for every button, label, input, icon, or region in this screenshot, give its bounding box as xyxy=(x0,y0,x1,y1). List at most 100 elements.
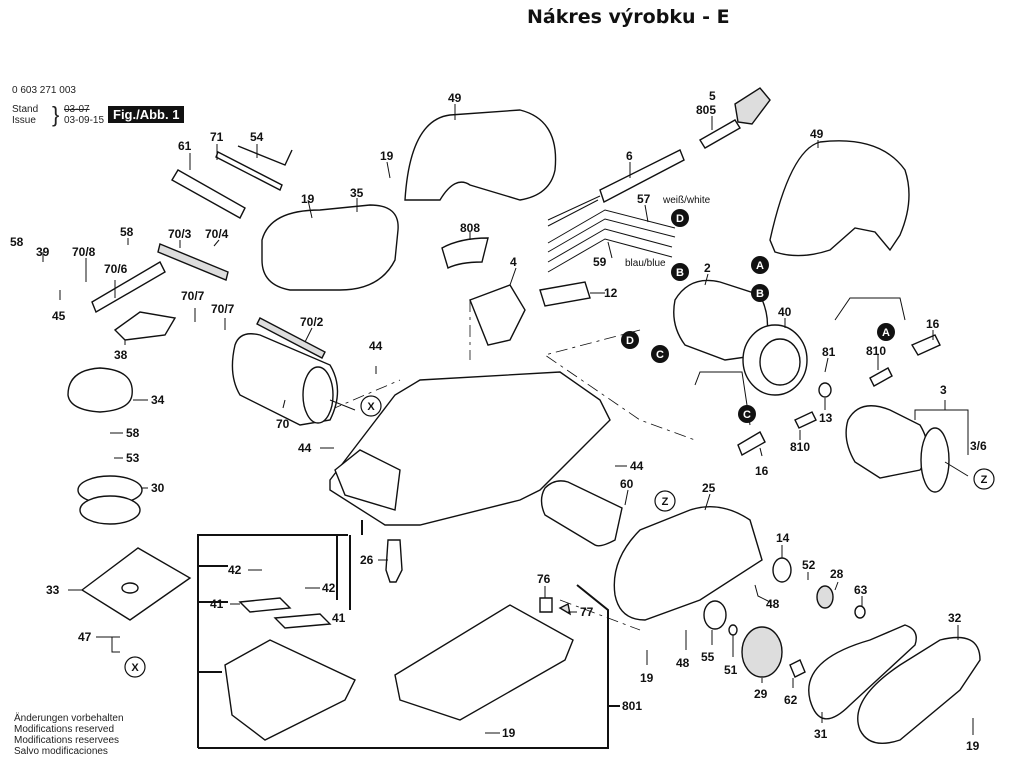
connection-badge-a1: A xyxy=(751,256,769,274)
ref-letter: Z xyxy=(662,496,669,508)
badge-letter: A xyxy=(756,260,764,272)
connection-badge-d2: D xyxy=(621,331,639,349)
part-label-76: 76 xyxy=(537,572,551,586)
part-34-cap xyxy=(67,367,133,413)
part-30-knob-base xyxy=(79,495,141,525)
part-29-pulley xyxy=(741,626,783,678)
part-label-19e: 19 xyxy=(966,739,980,753)
stand-date: 03-07 xyxy=(64,104,90,115)
part-label-19d: 19 xyxy=(502,726,516,740)
part-label-28: 28 xyxy=(830,567,844,581)
badge-circle-icon xyxy=(651,345,669,363)
part-label-38: 38 xyxy=(114,348,128,362)
part-70-2-shape xyxy=(256,317,326,359)
badge-letter: D xyxy=(626,335,634,347)
part-label-57: 57 xyxy=(637,192,651,206)
badge-circle-icon xyxy=(671,263,689,281)
part-51-washer xyxy=(728,624,738,636)
badge-letter: C xyxy=(743,409,751,421)
badge-circle-icon xyxy=(738,405,756,423)
part-label-41b: 41 xyxy=(332,611,346,625)
main-housing xyxy=(329,371,611,526)
wire-label-blue: blau/blue xyxy=(625,258,666,269)
part-49-handle-front xyxy=(404,109,557,201)
badge-letter: C xyxy=(656,349,664,361)
reference-marker-x2: X xyxy=(124,656,146,678)
part-16-brush-a xyxy=(910,334,941,356)
part-label-49b: 49 xyxy=(810,127,824,141)
brace-icon: } xyxy=(52,102,60,127)
part-label-44c: 44 xyxy=(630,459,644,473)
part-label-70-8: 70/8 xyxy=(72,245,96,259)
part-5-plug-head xyxy=(734,87,771,125)
disclaimer-en: Modifications reserved xyxy=(14,724,115,735)
part-label-6: 6 xyxy=(626,149,633,163)
part-label-59: 59 xyxy=(593,255,607,269)
part-label-19c: 19 xyxy=(640,671,654,685)
figure-tag: Fig./Abb. 1 xyxy=(108,106,185,123)
part-77-shape xyxy=(558,602,571,616)
main-housing-shoe xyxy=(334,449,401,511)
part-label-62: 62 xyxy=(784,693,798,707)
badge-circle-icon xyxy=(621,331,639,349)
part-26-pin xyxy=(385,539,403,583)
part-label-44a: 44 xyxy=(369,339,383,353)
part-label-77: 77 xyxy=(580,605,594,619)
part-label-70-4: 70/4 xyxy=(205,227,229,241)
part-label-63: 63 xyxy=(854,583,868,597)
part-label-808: 808 xyxy=(460,221,480,235)
part-28-pulley xyxy=(816,585,834,609)
part-label-70-7b: 70/7 xyxy=(211,302,235,316)
part-shapes xyxy=(67,87,981,744)
ref-circle-icon xyxy=(973,468,995,490)
part-12-shape xyxy=(539,281,591,307)
part-55-bearing xyxy=(703,600,727,630)
part-label-52: 52 xyxy=(802,558,816,572)
part-label-49a: 49 xyxy=(448,91,462,105)
part-49-handle-rear xyxy=(769,140,910,257)
connection-badge-c2: C xyxy=(738,405,756,423)
ref-circle-icon xyxy=(360,395,382,417)
part-label-801: 801 xyxy=(622,699,642,713)
part-label-35: 35 xyxy=(350,186,364,200)
ref-letter: X xyxy=(367,401,375,413)
part-label-34: 34 xyxy=(151,393,165,407)
part-label-3-6: 3/6 xyxy=(970,439,987,453)
subassembly-frame xyxy=(197,520,620,749)
part-label-42a: 42 xyxy=(228,563,242,577)
part-label-3: 3 xyxy=(940,383,947,397)
part-31-belt xyxy=(808,624,917,720)
part-label-70-2: 70/2 xyxy=(300,315,324,329)
part-label-71: 71 xyxy=(210,130,224,144)
part-label-5: 5 xyxy=(709,89,716,103)
part-label-58a: 58 xyxy=(10,235,24,249)
part-70-6-plate xyxy=(91,261,166,314)
part-40-ring-inner xyxy=(759,338,801,386)
part-62-shape xyxy=(789,659,806,678)
part-label-810b: 810 xyxy=(790,440,810,454)
disclaimer-de: Änderungen vorbehalten xyxy=(14,713,124,724)
part-33-hole xyxy=(121,582,139,594)
part-70-3-shape xyxy=(157,243,229,281)
badge-circle-icon xyxy=(877,323,895,341)
leader-lines xyxy=(42,104,974,735)
part-label-70-3: 70/3 xyxy=(168,227,192,241)
part-label-12: 12 xyxy=(604,286,618,300)
part-808-shape xyxy=(441,237,489,269)
part-41-clip-b xyxy=(273,613,332,629)
part-label-14: 14 xyxy=(776,531,790,545)
part-label-51: 51 xyxy=(724,663,738,677)
part-label-70-7a: 70/7 xyxy=(181,289,205,303)
part-54-hexkey xyxy=(237,145,293,166)
product-part-number: 0 603 271 003 xyxy=(12,85,76,96)
part-76-shape xyxy=(539,597,553,613)
part-32-cover xyxy=(857,636,981,744)
part-base-shoe xyxy=(224,639,356,741)
wire-label-white: weiß/white xyxy=(662,195,711,206)
badge-circle-icon xyxy=(671,209,689,227)
part-label-39: 39 xyxy=(36,245,50,259)
part-16-brush-b xyxy=(737,431,766,457)
disclaimer-es: Salvo modificaciones xyxy=(14,746,108,757)
